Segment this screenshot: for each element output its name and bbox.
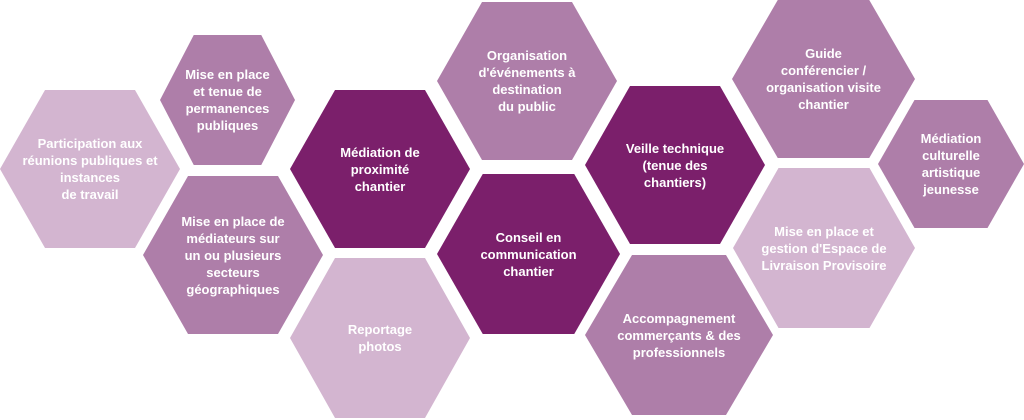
hex-label-livraison: Mise en place et gestion d'Espace de Liv… [761,223,887,273]
hex-mediateurs: Mise en place de médiateurs sur un ou pl… [143,176,323,334]
hex-mediation: Médiation de proximité chantier [290,90,470,248]
hex-label-permanences: Mise en place et tenue de permanences pu… [185,67,270,133]
hex-participation: Participation aux réunions publiques et … [0,90,180,248]
hex-label-culturelle: Médiation culturelle artistique jeunesse [920,131,982,197]
hex-label-participation: Participation aux réunions publiques et … [22,136,158,202]
hex-permanences: Mise en place et tenue de permanences pu… [160,35,295,165]
hex-guide: Guide conférencier / organisation visite… [732,0,915,158]
hex-label-reportage: Reportage photos [347,322,413,354]
hex-label-veille: Veille technique (tenue des chantiers) [625,140,725,190]
hex-veille: Veille technique (tenue des chantiers) [585,86,765,244]
hex-label-conseil: Conseil en communication chantier [480,229,577,279]
hex-accompagnement: Accompagnement commerçants & des profess… [585,255,773,415]
hex-conseil: Conseil en communication chantier [437,174,620,334]
hex-culturelle: Médiation culturelle artistique jeunesse [878,100,1024,228]
hex-evenements: Organisation d'événements à destination … [437,2,617,160]
hex-livraison: Mise en place et gestion d'Espace de Liv… [733,168,915,328]
hex-label-mediateurs: Mise en place de médiateurs sur un ou pl… [181,213,285,297]
hex-reportage: Reportage photos [290,258,470,418]
hex-label-guide: Guide conférencier / organisation visite… [766,46,881,112]
hex-label-evenements: Organisation d'événements à destination … [478,48,576,114]
hex-label-accompagnement: Accompagnement commerçants & des profess… [617,310,741,360]
hex-label-mediation: Médiation de proximité chantier [340,144,420,194]
